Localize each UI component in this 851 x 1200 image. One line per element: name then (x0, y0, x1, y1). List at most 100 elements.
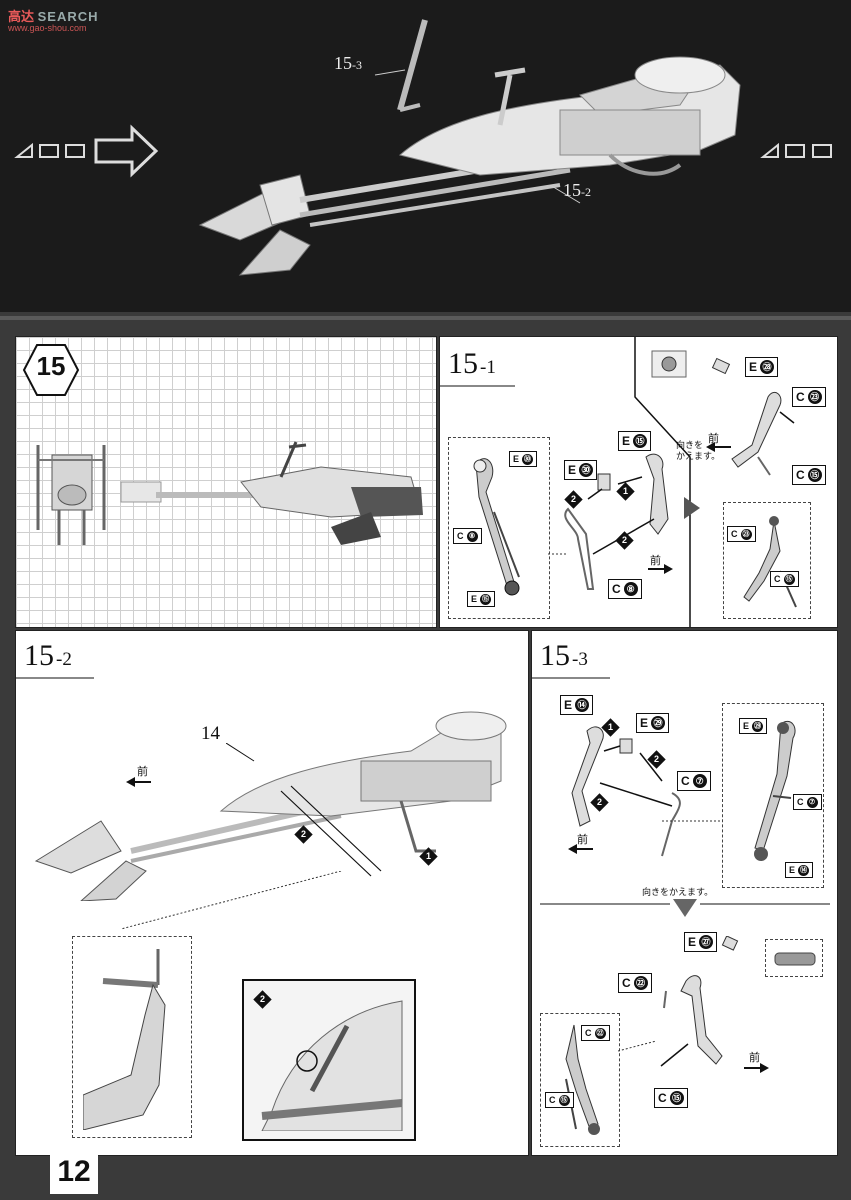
tag-letter: E (513, 454, 520, 464)
tag-letter: C (612, 582, 621, 596)
dotted-leader (120, 871, 342, 930)
watermark-brand: 高达 (8, 9, 35, 24)
step-marker-num: 2 (300, 829, 306, 839)
front-arrow-icon (706, 442, 731, 452)
turn-arrow-icon (684, 497, 700, 519)
tag-letter: C (457, 531, 464, 541)
tag-num: ㉒ (633, 976, 648, 990)
turn-over-label: 向きをかえます。 (642, 888, 714, 898)
tag-letter: E (749, 360, 758, 374)
tag-letter: C (731, 529, 738, 539)
tag-letter: C (681, 774, 690, 788)
front-view-illustration (36, 445, 106, 545)
tag-num: ⑮ (669, 1091, 684, 1105)
tag-num: ㉘ (760, 360, 775, 374)
title-underline (16, 677, 94, 679)
part-preview-icon (651, 350, 687, 378)
assembly-15-3-illustration (571, 726, 681, 857)
front-arrow-icon (648, 564, 673, 574)
tag-num: ㉚ (522, 453, 534, 465)
detail-box-step2: 2 (242, 979, 416, 1141)
tag-letter: C (585, 1028, 592, 1038)
tag-num: ⑭ (575, 698, 590, 712)
callout-main: 15 (334, 53, 352, 73)
callout-sub: -3 (352, 58, 362, 72)
part-c7-illustration (754, 720, 796, 861)
title-underline (440, 385, 515, 387)
tag-letter: C (622, 976, 631, 990)
dotted-leader (618, 1040, 657, 1052)
tag-num: ㉙ (651, 716, 666, 730)
top-banner: 高达 SEARCH www.gao-shou.com (0, 0, 851, 312)
tag-letter: C (774, 574, 781, 584)
front-arrow-icon (568, 844, 593, 854)
turn-divider (540, 899, 830, 917)
panel-divider (634, 337, 691, 627)
step2-detail-illustration (261, 1000, 403, 1131)
tag-num: ⑮ (807, 468, 822, 482)
step-2-marker: 2 (294, 825, 313, 844)
tag-letter: E (564, 698, 573, 712)
tag-letter: E (471, 594, 478, 604)
title-sub: -3 (572, 649, 588, 670)
step-marker-num: 1 (425, 851, 431, 861)
tag-num: ㉗ (699, 935, 714, 949)
part-14-label: 14 (201, 723, 220, 744)
assembly-15-3b-illustration (660, 936, 739, 1067)
front-arrow-icon (126, 777, 151, 787)
step-marker-num: 2 (570, 494, 576, 504)
tag-num: ⑭ (798, 864, 810, 876)
part-c8-illustration (473, 458, 520, 596)
tag-num: ㉒ (594, 1027, 606, 1039)
step-marker-num: 1 (607, 722, 613, 732)
step-marker-num: 2 (653, 754, 659, 764)
step-marker-num: 1 (622, 486, 628, 496)
tag-letter: C (797, 797, 804, 807)
callout-sub: -2 (581, 185, 591, 199)
side-view-illustration (120, 441, 423, 545)
tag-letter: E (789, 865, 796, 875)
tag-letter: C (549, 1095, 556, 1105)
watermark-url: www.gao-shou.com (8, 23, 87, 33)
speeder-bike-illustration (198, 19, 741, 276)
step-15-1-title: 15-1 (448, 347, 496, 381)
part-14-leader (226, 743, 255, 762)
detail-box-handle (72, 936, 192, 1138)
watermark-search: SEARCH (37, 9, 99, 24)
title-sub: -2 (56, 649, 72, 670)
step-2-marker: 2 (647, 750, 666, 769)
step-2b-marker: 2 (615, 531, 634, 550)
callout-15-3: 15-3 (334, 53, 362, 74)
part-preview-icon (774, 952, 816, 966)
callout-main: 15 (563, 180, 581, 200)
forward-arrow-icon (14, 124, 159, 178)
assembly-15-1-illustration (564, 453, 669, 590)
tag-num: ㉓ (740, 528, 752, 540)
handle-detail-illustration (83, 949, 166, 1130)
step-1-marker: 1 (601, 718, 620, 737)
tag-letter: E (688, 935, 697, 949)
front-label: 前 (577, 833, 588, 846)
step-15-2-panel: 15-2 14 前 2 1 2 (15, 630, 529, 1156)
step-1-marker: 1 (616, 482, 635, 501)
tag-num: ⑦ (806, 796, 818, 808)
title-sub: -1 (480, 357, 496, 378)
assembly-15-1b-illustration (711, 357, 795, 476)
tag-letter: C (796, 468, 805, 482)
title-main: 15 (24, 639, 54, 672)
front-label: 前 (650, 554, 661, 567)
